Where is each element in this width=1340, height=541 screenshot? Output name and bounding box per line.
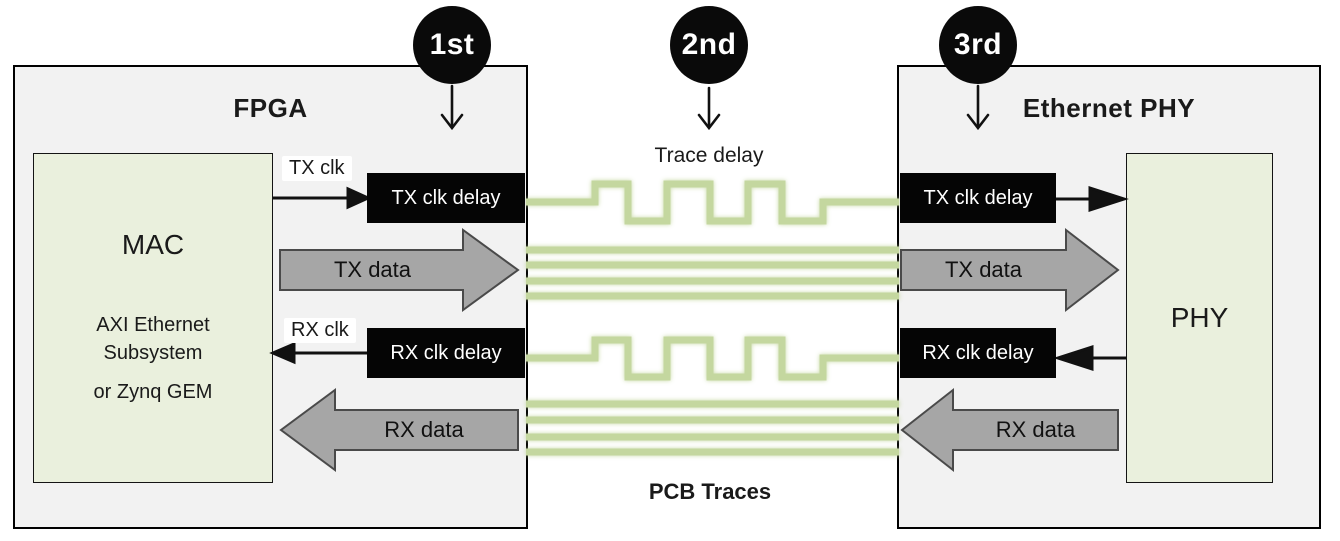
step-badge-2nd: 2nd	[670, 6, 748, 84]
mac-subtitle-line3: or Zynq GEM	[93, 381, 213, 403]
rx-data-label-right: RX data	[995, 417, 1076, 442]
pcb-traces-label: PCB Traces	[648, 479, 772, 504]
rx-clk-trace	[526, 336, 899, 381]
ethernet-phy-title: Ethernet PHY	[1022, 93, 1196, 123]
pcb-trace-lines	[526, 180, 899, 456]
mac-subtitle-line1: AXI Ethernet	[96, 314, 210, 336]
rx-clk-label: RX clk	[284, 318, 356, 343]
trace-delay-label: Trace delay	[654, 144, 764, 167]
mac-subtitle-line2: Subsystem	[103, 342, 203, 364]
rx-data-label-left: RX data	[384, 417, 464, 442]
phy-chip-title: PHY	[1170, 302, 1229, 333]
tx-clk-trace	[526, 180, 899, 225]
mac-chip-box	[33, 153, 273, 483]
step-badge-3rd: 3rd	[939, 6, 1017, 84]
rx-clk-delay-box-phy: RX clk delay	[900, 328, 1056, 378]
tx-clk-delay-box-fpga: TX clk delay	[367, 173, 525, 223]
tx-clk-label: TX clk	[282, 156, 352, 181]
phy-chip-box	[1126, 153, 1273, 483]
fpga-title: FPGA	[233, 93, 308, 123]
step2-arrow	[697, 86, 721, 131]
step-badge-1st: 1st	[413, 6, 491, 84]
tx-data-label-right: TX data	[944, 257, 1023, 282]
tx-data-label-left: TX data	[333, 257, 412, 282]
mac-chip-title: MAC	[121, 229, 185, 260]
tx-clk-delay-box-phy: TX clk delay	[900, 173, 1056, 223]
rx-clk-delay-box-fpga: RX clk delay	[367, 328, 525, 378]
